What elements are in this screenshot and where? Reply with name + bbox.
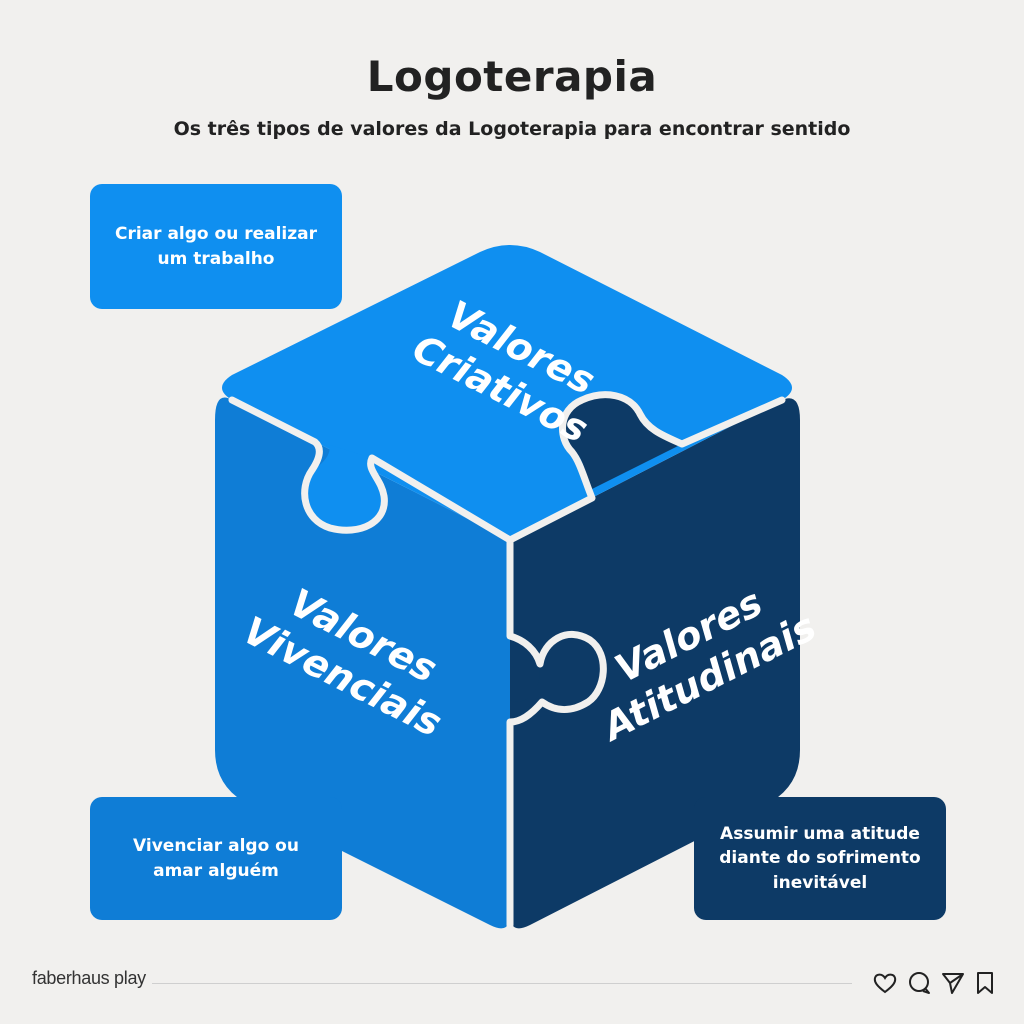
criativos-description-box: Criar algo ou realizar um trabalho — [90, 184, 342, 309]
vivenciais-description: Vivenciar algo ou amar alguém — [133, 835, 299, 881]
puzzle-tab-top — [306, 445, 385, 532]
atitudinais-description-box: Assumir uma atitude diante do sofrimento… — [694, 797, 946, 920]
heart-icon[interactable] — [872, 970, 898, 996]
page-subtitle: Os três tipos de valores da Logoterapia … — [173, 118, 851, 140]
footer-actions — [872, 970, 996, 996]
puzzle-tab-middle — [510, 635, 603, 717]
cube-face-atitudinais — [510, 398, 800, 929]
comment-icon[interactable] — [906, 970, 932, 996]
atitudinais-description: Assumir uma atitude diante do sofrimento… — [719, 823, 921, 893]
bookmark-icon[interactable] — [974, 970, 996, 996]
page-title: Logoterapia — [366, 52, 658, 101]
puzzle-tab-right — [562, 395, 680, 490]
cube-seams — [228, 391, 786, 929]
brand-logo: faberhaus play — [32, 968, 146, 988]
cube-face-vivenciais — [215, 397, 510, 929]
criativos-description: Criar algo ou realizar um trabalho — [114, 223, 318, 269]
vivenciais-description-box: Vivenciar algo ou amar alguém — [90, 797, 342, 920]
footer-divider — [152, 983, 852, 984]
send-icon[interactable] — [940, 970, 966, 996]
